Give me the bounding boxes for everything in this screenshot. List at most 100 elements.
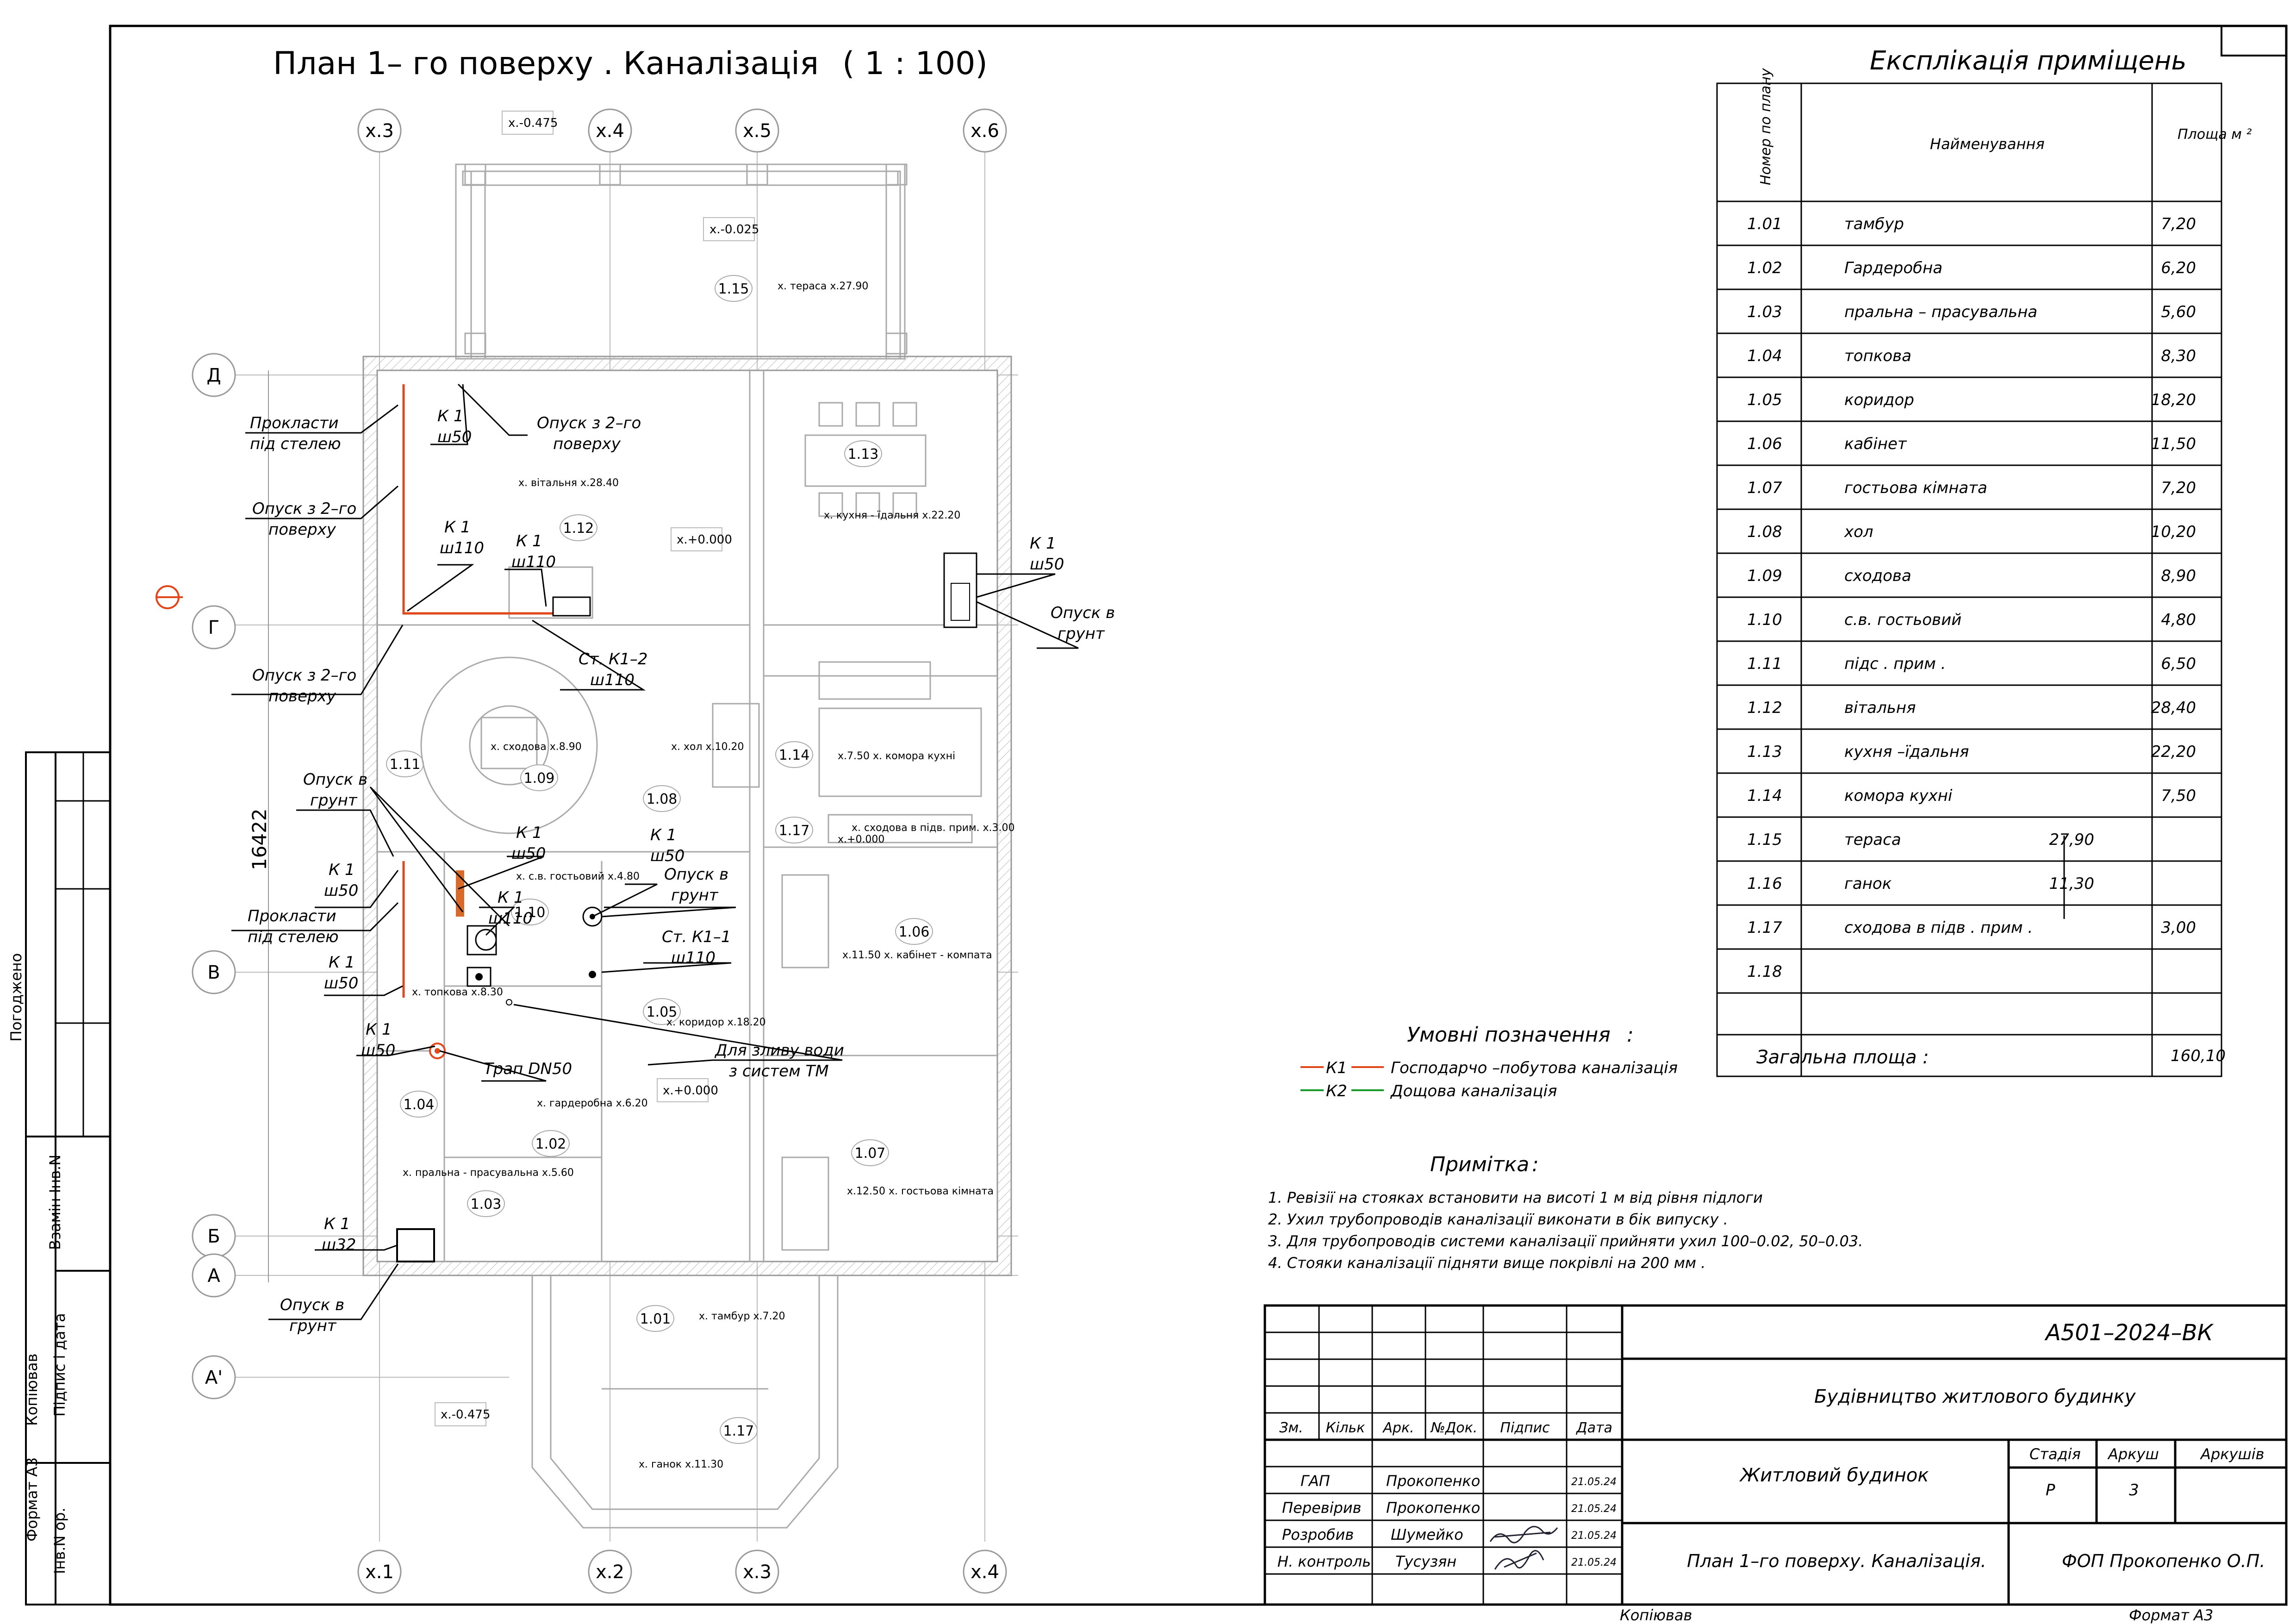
signature-developer bbox=[1489, 1526, 1558, 1543]
axis-left-1: Д bbox=[206, 365, 221, 386]
room-note: x. кухня - їдальня x.22.20 bbox=[824, 510, 960, 521]
room-tag: 1.17 bbox=[720, 1417, 758, 1444]
annotation-floor-drain: Трап DN50 bbox=[484, 1060, 572, 1078]
axis-left-4: Б bbox=[207, 1226, 220, 1247]
room-tag-text: 1.11 bbox=[390, 756, 421, 773]
level-mark: x.-0.475 bbox=[508, 116, 558, 130]
room-tag: 1.12 bbox=[560, 514, 597, 541]
explication-row-area: 6,20 bbox=[2161, 259, 2196, 277]
room-tag: 1.13 bbox=[844, 440, 882, 467]
explication-row-number: 1.13 bbox=[1747, 743, 1782, 761]
explication-row-area: 8,30 bbox=[2161, 347, 2196, 365]
explication-row-area: 5,60 bbox=[2161, 303, 2196, 321]
axis-bottom-3: x.3 bbox=[743, 1562, 772, 1583]
room-note: x. с.в. гостьовий x.4.80 bbox=[516, 871, 640, 882]
explication-row-name: кухня –їдальня bbox=[1844, 743, 1969, 761]
stamp-date: 21.05.24 bbox=[1571, 1503, 1617, 1515]
room-tag: 1.08 bbox=[643, 785, 681, 812]
room-notes: x. тераса x.27.90 x. кухня - їдальня x.2… bbox=[403, 281, 1015, 1470]
axis-top-1: x.3 bbox=[365, 120, 394, 142]
explication-row-area: 7,20 bbox=[2161, 479, 2196, 497]
room-note: x. вітальня x.28.40 bbox=[518, 477, 619, 489]
side-stamp-original: Інв.N ор. bbox=[51, 1507, 68, 1574]
explication-row-area: 8,90 bbox=[2161, 567, 2196, 585]
notes-title: Примітка bbox=[1430, 1153, 1529, 1176]
room-note: x.+0.000 bbox=[838, 834, 884, 845]
stamp-col-date: Дата bbox=[1575, 1420, 1612, 1436]
explication-header-area: Площа м ² bbox=[2178, 126, 2252, 143]
room-note: x. тамбур x.7.20 bbox=[699, 1311, 785, 1322]
explication-row-number: 1.10 bbox=[1747, 611, 1782, 629]
side-stamp-replace: Взамін Інв.N bbox=[46, 1155, 64, 1250]
explication-row-name: ганок bbox=[1844, 874, 1892, 893]
explication-row-area: 3,00 bbox=[2161, 918, 2196, 937]
room-tags: 1.15 1.13 1.12 1.09 1.11 1.08 1.14 1.17 … bbox=[386, 275, 933, 1444]
stamp-date: 21.05.24 bbox=[1571, 1557, 1617, 1568]
room-tag-text: 1.05 bbox=[647, 1004, 678, 1020]
explication-title: Експлікація приміщень bbox=[1870, 46, 2186, 76]
room-note: x. сходова в підв. прим. x.3.00 bbox=[852, 822, 1015, 834]
explication-row-number: 1.08 bbox=[1747, 523, 1782, 541]
level-mark: x.-0.025 bbox=[709, 223, 759, 237]
note-item: 1. Ревізії на стояках встановити на висо… bbox=[1268, 1189, 1763, 1206]
explication-row-area: 18,20 bbox=[2151, 391, 2196, 409]
explication-row-number: 1.15 bbox=[1747, 831, 1782, 849]
room-tag-text: 1.04 bbox=[404, 1097, 435, 1113]
room-tag: 1.03 bbox=[467, 1190, 505, 1217]
explication-row-number: 1.16 bbox=[1747, 874, 1782, 893]
axis-top-4: x.6 bbox=[971, 120, 999, 142]
room-tag-text: 1.14 bbox=[779, 747, 810, 763]
stamp-person: Прокопенко bbox=[1386, 1472, 1480, 1490]
explication-row-name: тамбур bbox=[1844, 215, 1904, 233]
stamp-person: Тусузян bbox=[1395, 1553, 1456, 1570]
stamp-sheet: 3 bbox=[2129, 1481, 2139, 1499]
axis-left-6: А' bbox=[205, 1367, 223, 1388]
explication-row-area: 11,50 bbox=[2151, 435, 2196, 453]
plan-title: План 1– го поверху . Каналізація bbox=[273, 45, 819, 82]
stamp-col-sheet: Арк. bbox=[1382, 1420, 1414, 1436]
axis-top-2: x.4 bbox=[596, 120, 624, 142]
stamp-role: ГАП bbox=[1300, 1472, 1330, 1490]
explication-row-name: коридор bbox=[1844, 391, 1914, 409]
stamp-project: Будівництво житлового будинку bbox=[1814, 1386, 2136, 1407]
legend-k2-code: К2 bbox=[1326, 1082, 1347, 1100]
level-mark: x.+0.000 bbox=[677, 533, 732, 547]
room-note: x. топкова x.8.30 bbox=[412, 987, 503, 998]
room-tag: 1.10 bbox=[511, 899, 549, 925]
level-mark: x.-0.475 bbox=[441, 1408, 490, 1422]
room-tag: 1.14 bbox=[775, 741, 813, 768]
explication-row-name: сходова в підв . прим . bbox=[1844, 918, 2033, 937]
axis-left-5: А bbox=[207, 1265, 220, 1287]
room-tag: 1.02 bbox=[532, 1130, 570, 1157]
room-note: x. коридор x.18.20 bbox=[666, 1017, 766, 1028]
explication-row-name: хол bbox=[1844, 523, 1873, 541]
explication-row-area: 10,20 bbox=[2151, 523, 2196, 541]
explication-row-area: 7,20 bbox=[2161, 215, 2196, 233]
room-note: x.12.50 x. гостьова кімната bbox=[847, 1186, 994, 1197]
axis-left-3: В bbox=[207, 962, 220, 983]
signature-controller bbox=[1494, 1550, 1544, 1570]
level-mark: x.+0.000 bbox=[663, 1084, 718, 1098]
room-tag-text: 1.07 bbox=[855, 1145, 886, 1162]
explication-row-name: топкова bbox=[1844, 347, 1911, 365]
explication-row-number: 1.01 bbox=[1747, 215, 1782, 233]
stamp-col-doc: №Док. bbox=[1430, 1420, 1478, 1436]
stamp-date: 21.05.24 bbox=[1571, 1476, 1617, 1488]
explication-row-number: 1.14 bbox=[1747, 787, 1782, 805]
stamp-sheet-title: План 1–го поверху. Каналізація. bbox=[1687, 1551, 1986, 1571]
explication: Експлікація приміщень bbox=[1716, 46, 2252, 1077]
sewer-fixtures bbox=[396, 552, 977, 1262]
